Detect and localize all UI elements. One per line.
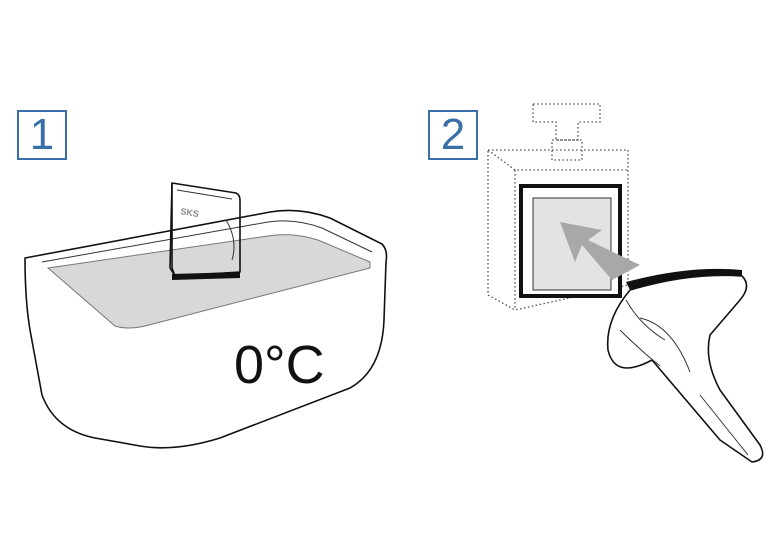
direction-arrow-icon xyxy=(560,222,640,280)
temperature-label: 0°C xyxy=(234,335,325,395)
ski-piece-icon: SKS xyxy=(169,182,241,280)
ice-bath-container xyxy=(24,209,388,449)
step-number-2: 2 xyxy=(428,110,478,160)
ski-brand-label: SKS xyxy=(180,206,200,219)
ice-surface xyxy=(46,234,371,329)
ski-tip-icon xyxy=(606,268,764,463)
step-number-1: 1 xyxy=(17,110,67,160)
